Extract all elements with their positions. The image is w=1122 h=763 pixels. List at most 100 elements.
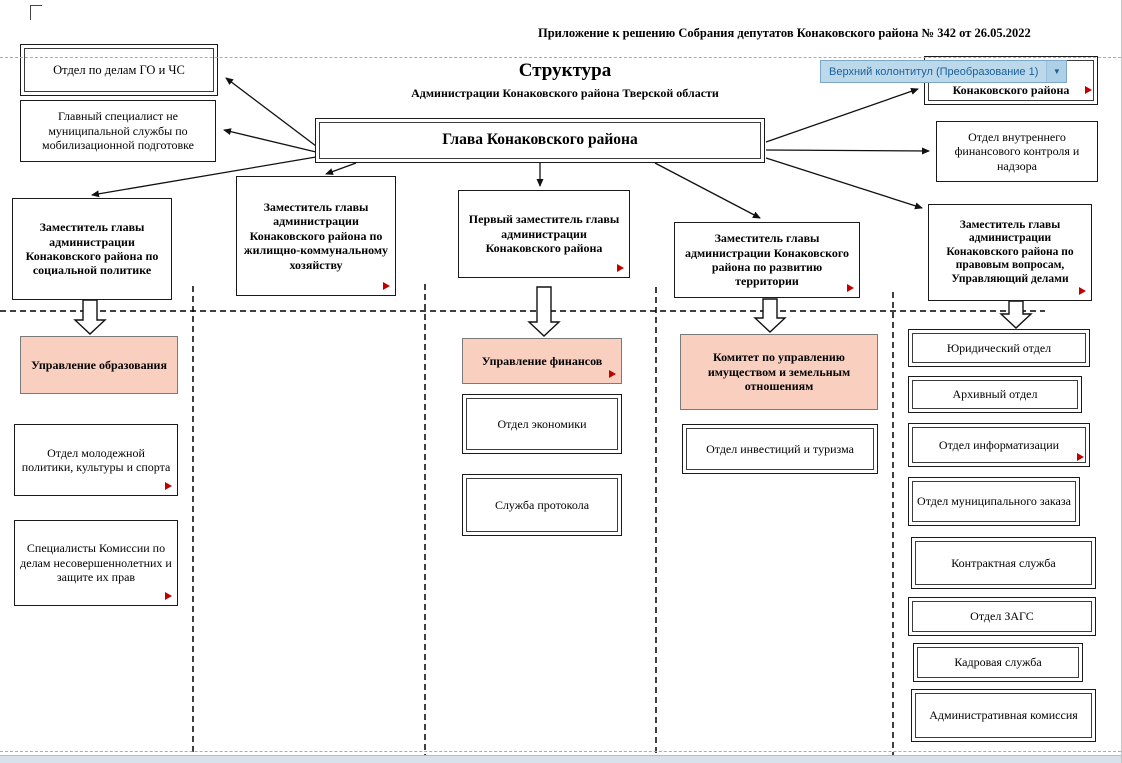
margin-crop-mark [30,5,42,20]
arrow-to-fin-control [765,147,930,155]
box-yuridicheskiy-otdel: Юридический отдел [908,329,1090,367]
box-dep-legal: Заместитель главы администрации Конаковс… [928,204,1092,301]
box-label: Управление образования [31,357,167,372]
arrow-to-dep-territory [654,162,761,219]
red-anchor-icon [609,370,616,378]
box-label: Служба протокола [494,497,590,512]
dashed-divider-lines [0,284,1045,757]
box-label: Заместитель главы администрации Конаковс… [25,220,159,278]
box-label: Отдел по делам ГО и ЧС [53,62,185,77]
box-label: Первый заместитель главы администрации К… [468,212,620,256]
box-inner-frame: Заместитель главы администрации Конаковс… [678,226,856,294]
box-dep-territory: Заместитель главы администрации Конаковс… [674,222,860,298]
box-label: Заместитель главы администрации Конаковс… [946,218,1074,285]
box-otdel-investitsiy: Отдел инвестиций и туризма [682,424,878,474]
box-inner-frame: Специалисты Комиссии по делам несовершен… [18,524,174,602]
box-label: Отдел молодежной политики, культуры и сп… [21,445,171,474]
box-label: Кадровая служба [954,655,1042,670]
box-upr-finansov: Управление финансов [462,338,622,384]
arrow-to-konakovsky-box [765,87,919,143]
box-go-chs: Отдел по делам ГО и ЧС [20,44,218,96]
box-inner-frame: Заместитель главы администрации Конаковс… [240,180,392,292]
box-label: Архивный отдел [952,387,1038,402]
chevron-down-icon[interactable]: ▼ [1046,61,1067,82]
box-mob-specialist: Главный специалист не муниципальной служ… [20,100,216,162]
box-inner-frame: Юридический отдел [912,333,1086,363]
box-label: Отдел ЗАГС [970,609,1034,624]
box-otdel-munitsipalnogo-zakaza: Отдел муниципального заказа [908,477,1080,526]
word-header-tab[interactable]: Верхний колонтитул (Преобразование 1) ▼ [820,60,1068,83]
box-inner-frame: Заместитель главы администрации Конаковс… [16,202,168,296]
block-arrow-legal [999,300,1033,329]
word-header-tab-label: Верхний колонтитул (Преобразование 1) [829,65,1039,78]
arrow-to-dep-legal [765,157,923,210]
box-inner-frame: Главный специалист не муниципальной служ… [24,104,212,158]
box-komitet-imushchestvo: Комитет по управлению имуществом и земел… [680,334,878,410]
box-inner-frame: Отдел молодежной политики, культуры и сп… [18,428,174,492]
red-anchor-icon [165,592,172,600]
box-otdel-ekonomiki: Отдел экономики [462,394,622,454]
box-inner-frame: Контрактная служба [915,541,1092,585]
arrow-to-dep-gkh [325,162,357,175]
box-inner-frame: Комитет по управлению имуществом и земел… [684,338,874,406]
footer-boundary-line [0,751,1121,752]
box-label: Отдел инвестиций и туризма [706,441,854,456]
arrow-to-dep-social [91,156,317,198]
box-inner-frame: Отдел внутреннего финансового контроля и… [940,125,1094,178]
box-kontraktnaya-sluzhba: Контрактная служба [911,537,1096,589]
box-inner-frame: Управление финансов [466,342,618,380]
box-inner-frame: Отдел ЗАГС [912,601,1092,632]
block-arrow-education [73,299,107,335]
box-inner-frame: Служба протокола [466,478,618,532]
block-arrow-property [753,298,787,333]
red-anchor-icon [1077,453,1084,461]
box-inner-frame: Отдел экономики [466,398,618,450]
box-dep-gkh: Заместитель главы администрации Конаковс… [236,176,396,296]
box-otdel-informatizatsii: Отдел информатизации [908,423,1090,467]
page-subtitle: Администрации Конаковского района Тверск… [411,86,719,100]
box-label: Комитет по управлению имуществом и земел… [707,350,851,394]
connector-arrows [91,77,930,219]
box-label: Глава Конаковского района [442,131,638,149]
box-inner-frame: Управление образования [24,340,174,390]
box-label: Административная комиссия [929,708,1078,723]
box-upr-obrazovaniya: Управление образования [20,336,178,394]
box-label: Юридический отдел [946,340,1052,355]
box-inner-frame: Отдел по делам ГО и ЧС [24,48,214,92]
box-arkhivnyy-otdel: Архивный отдел [908,376,1082,413]
box-head-of-district: Глава Конаковского района [315,118,765,163]
box-fin-control: Отдел внутреннего финансового контроля и… [936,121,1098,182]
red-anchor-icon [847,284,854,292]
red-anchor-icon [383,282,390,290]
box-dep-social: Заместитель главы администрации Конаковс… [12,198,172,300]
arrow-to-mob-spec [223,128,317,153]
box-inner-frame: Кадровая служба [917,647,1079,678]
box-inner-frame: Архивный отдел [912,380,1078,409]
box-first-dep: Первый заместитель главы администрации К… [458,190,630,278]
red-anchor-icon [165,482,172,490]
box-inner-frame: Первый заместитель главы администрации К… [462,194,626,274]
box-inner-frame: Отдел информатизации [912,427,1086,463]
box-inner-frame: Административная комиссия [915,693,1092,738]
arrow-to-go-chs [225,77,317,147]
box-inner-frame: Глава Конаковского района [319,122,761,159]
box-inner-frame: Заместитель главы администрации Конаковс… [932,208,1088,297]
box-inner-frame: Отдел инвестиций и туризма [686,428,874,470]
red-anchor-icon [1079,287,1086,295]
block-down-arrows [73,286,1033,337]
box-kadrovaya-sluzhba: Кадровая служба [913,643,1083,682]
annotation-text: Приложение к решению Собрания депутатов … [538,26,1031,40]
red-anchor-icon [617,264,624,272]
box-label: Управление финансов [481,353,603,368]
box-label: Главный специалист не муниципальной служ… [42,109,194,153]
red-anchor-icon [1085,86,1092,94]
box-label: Отдел муниципального заказа [917,494,1071,509]
box-otdel-molodezhi: Отдел молодежной политики, культуры и сп… [14,424,178,496]
block-arrow-finance [527,286,561,337]
box-label: Отдел внутреннего финансового контроля и… [954,129,1080,173]
header-boundary-line [0,57,1121,58]
box-label: Заместитель главы администрации Конаковс… [684,231,850,289]
box-label: Заместитель главы администрации Конаковс… [243,200,389,272]
box-label: Контрактная служба [951,555,1056,570]
box-spec-komissii: Специалисты Комиссии по делам несовершен… [14,520,178,606]
